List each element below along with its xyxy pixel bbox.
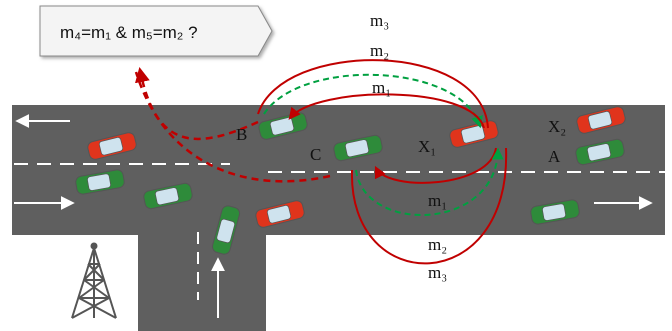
label-bottom-m3: m₃ [428,263,447,282]
arc-top-m3 [257,59,489,129]
cars [75,106,626,255]
arc-bottom-m2 [355,147,504,217]
label-top-m2: m₂ [370,41,389,60]
arc-top-m1 [288,93,485,129]
car-green [143,182,193,210]
vehicle-labels: B C X₁ X₂ A [236,117,566,166]
label-c: C [310,145,321,164]
bottom-arcs [350,147,508,265]
arc-bottom-m3 [350,147,508,265]
label-x2: X₂ [548,117,566,136]
label-b: B [236,125,247,144]
forward-arc-upper [135,67,259,141]
car-green [75,169,125,195]
car-red [255,200,305,228]
label-top-m3: m₃ [370,11,389,30]
car-green [211,205,241,255]
car-a [575,138,625,166]
callout [39,5,273,57]
cell-tower-icon [71,242,117,319]
label-bottom-m1: m₁ [428,191,447,210]
forward-arcs [134,67,331,183]
forward-arc-lower [134,71,331,183]
lane-markings [14,114,665,318]
label-bottom-m2: m₂ [428,235,447,254]
car-c [333,134,383,162]
label-a: A [548,147,561,166]
message-labels: m₃ m₂ m₁ m₁ m₂ m₃ [370,11,447,282]
label-top-m1: m₁ [372,78,391,97]
car-x2 [576,106,626,134]
arc-top-m2 [263,73,483,129]
road [12,105,665,331]
side-road [138,228,266,331]
arc-bottom-m1 [374,147,497,184]
car-red [87,132,137,160]
top-arcs [257,59,489,129]
callout-shape [39,5,273,57]
car-green [530,199,580,225]
label-x1: X₁ [418,137,436,156]
callout-text: m₄=m₁ & m₅=m₂ ? [60,23,198,42]
